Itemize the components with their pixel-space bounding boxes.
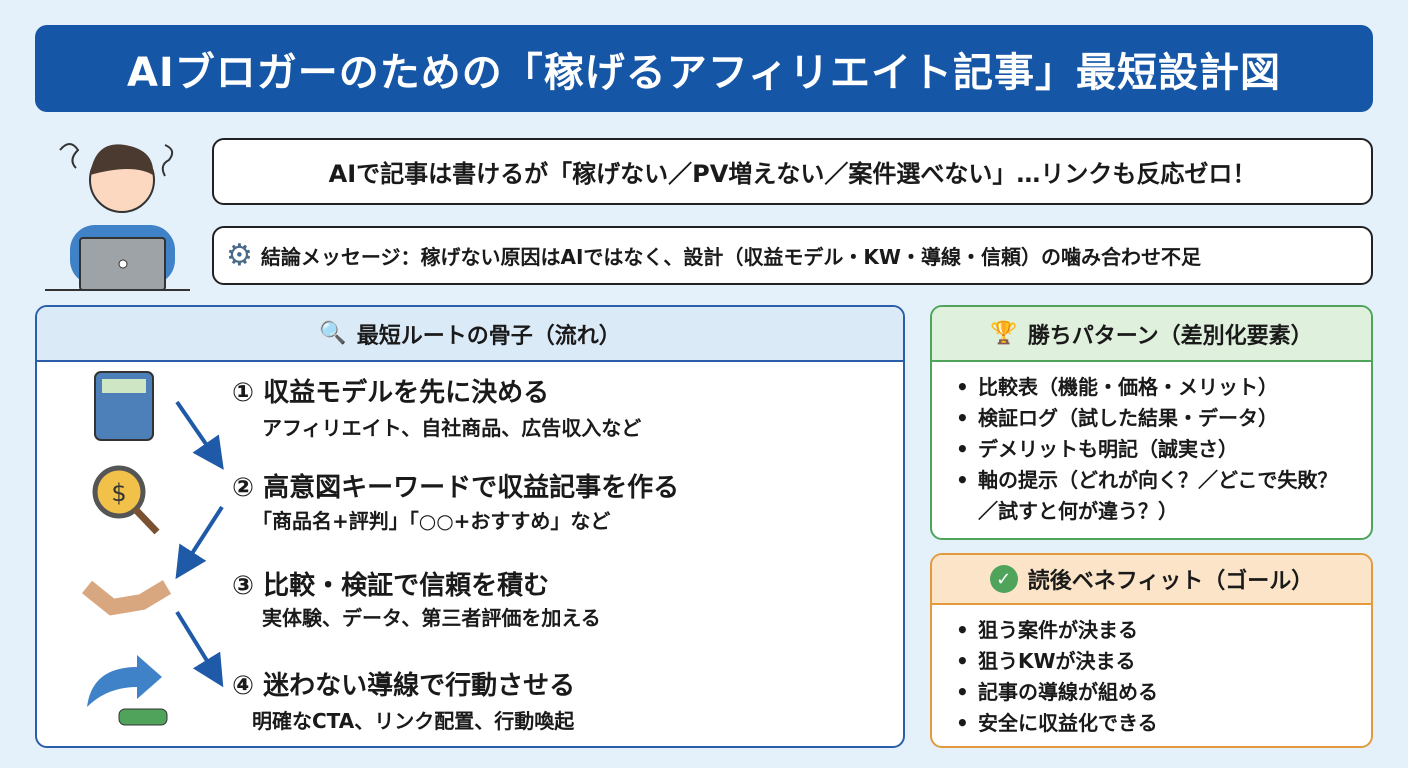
step-4-title: ④ 迷わない導線で行動させる <box>232 671 576 701</box>
list-item: 狙う案件が決まる <box>952 615 1371 646</box>
step-4-desc: 明確なCTA、リンク配置、行動喚起 <box>252 709 575 733</box>
page-title: AIブロガーのための「稼げるアフィリエイト記事」最短設計図 <box>35 25 1373 112</box>
benefit-panel: ✓ 読後ベネフィット（ゴール） 狙う案件が決まる 狙うKWが決まる 記事の導線が組… <box>930 553 1373 748</box>
conclusion-box: ⚙ 結論メッセージ：稼げない原因はAIではなく、設計（収益モデル・KW・導線・信… <box>212 226 1373 285</box>
benefit-header-text: 読後ベネフィット（ゴール） <box>1027 569 1314 594</box>
trophy-icon: 🏆 <box>990 321 1018 346</box>
conclusion-text: 結論メッセージ：稼げない原因はAIではなく、設計（収益モデル・KW・導線・信頼）… <box>260 245 1201 269</box>
gear-icon: ⚙ <box>226 238 253 273</box>
step-2-desc: 「商品名+評判」「○○+おすすめ」など <box>252 509 611 533</box>
list-item: 安全に収益化できる <box>952 708 1371 739</box>
flow-header-text: 最短ルートの骨子（流れ） <box>356 323 621 349</box>
list-item: デメリットも明記（誠実さ） <box>952 434 1371 465</box>
benefit-header: ✓ 読後ベネフィット（ゴール） <box>932 555 1371 605</box>
worried-blogger-illustration <box>45 143 190 291</box>
svg-text:$: $ <box>111 479 126 507</box>
step-3-desc: 実体験、データ、第三者評価を加える <box>262 606 601 630</box>
step-3-title: ③ 比較・検証で信頼を積む <box>232 571 550 601</box>
flow-panel: 🔍 最短ルートの骨子（流れ） $ ① 収益モデルを先に決める アフィリエイト、自社… <box>35 305 905 748</box>
step-2-title: ② 高意図キーワードで収益記事を作る <box>232 473 680 503</box>
list-item: 検証ログ（試した結果・データ） <box>952 403 1371 434</box>
win-header: 🏆 勝ちパターン（差別化要素） <box>932 307 1371 362</box>
problem-speech-bubble: AIで記事は書けるが「稼げない／PV増えない／案件選べない」…リンクも反応ゼロ！ <box>212 138 1373 205</box>
list-item: 狙うKWが決まる <box>952 646 1371 677</box>
list-item: 軸の提示（どれが向く？／どこで失敗？／試すと何が違う？） <box>952 465 1371 527</box>
step-1-title: ① 収益モデルを先に決める <box>232 378 550 408</box>
check-circle-icon: ✓ <box>989 565 1018 593</box>
problem-text: AIで記事は書けるが「稼げない／PV増えない／案件選べない」…リンクも反応ゼロ！ <box>328 160 1257 188</box>
list-item: 記事の導線が組める <box>952 677 1371 708</box>
win-header-text: 勝ちパターン（差別化要素） <box>1027 323 1313 349</box>
step-1-desc: アフィリエイト、自社商品、広告収入など <box>262 416 642 440</box>
magnifier-icon: 🔍 <box>319 321 347 346</box>
list-item: 比較表（機能・価格・メリット） <box>952 372 1371 403</box>
win-pattern-panel: 🏆 勝ちパターン（差別化要素） 比較表（機能・価格・メリット） 検証ログ（試した結… <box>930 305 1373 540</box>
flow-arrows: $ <box>82 371 224 726</box>
flow-header: 🔍 最短ルートの骨子（流れ） <box>37 307 903 362</box>
